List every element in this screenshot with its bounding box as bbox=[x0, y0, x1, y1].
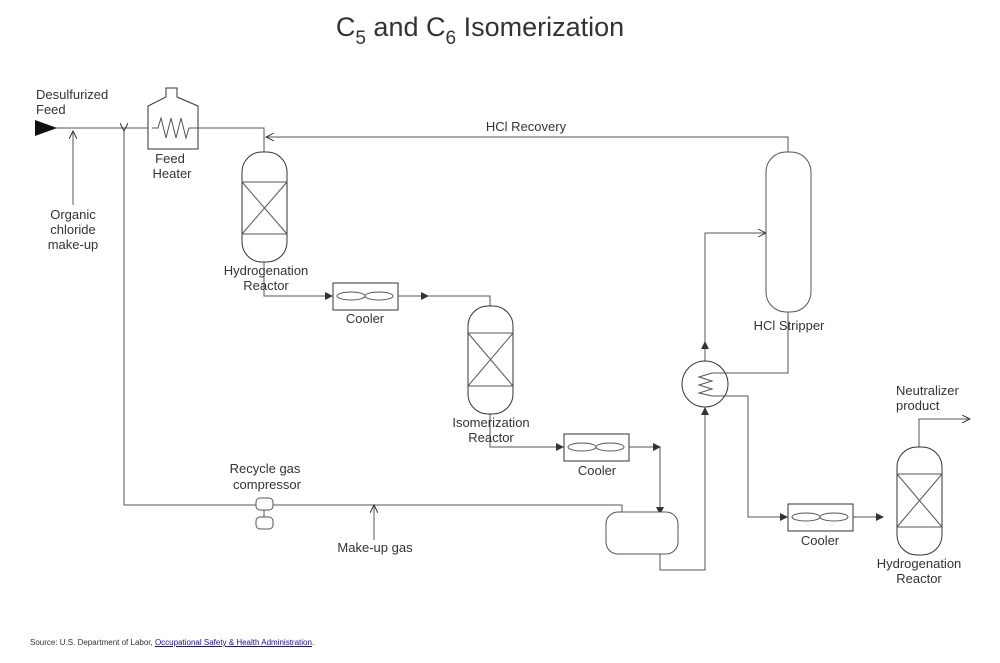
neutralizer-product-label-line2: product bbox=[896, 398, 940, 413]
source-prefix: Source: U.S. Department of Labor, bbox=[30, 638, 155, 647]
separator-to-exchanger-line bbox=[659, 407, 709, 571]
heat-exchanger bbox=[681, 360, 729, 408]
organic-chloride-label-line3: make-up bbox=[48, 237, 99, 252]
feed-inlet-arrow bbox=[35, 120, 57, 136]
recycle-gas-compressor-label-line1: Recycle gas bbox=[230, 461, 301, 476]
neutralizer-product-stream bbox=[918, 419, 970, 447]
recycle-gas-compressor-label-line2: compressor bbox=[233, 477, 302, 492]
title-middle: and C bbox=[366, 12, 446, 42]
source-suffix: . bbox=[311, 638, 315, 647]
isomerization-reactor bbox=[467, 305, 514, 415]
cooler-1-label: Cooler bbox=[346, 311, 385, 326]
feed-label-line2: Feed bbox=[36, 102, 66, 117]
hydrogenation-reactor-1-label-line2: Reactor bbox=[243, 278, 289, 293]
title-suffix: Isomerization bbox=[456, 12, 624, 42]
title-subscript-6: 6 bbox=[445, 28, 456, 49]
source-note: Source: U.S. Department of Labor, Occupa… bbox=[30, 638, 314, 647]
recycle-gas-compressor bbox=[255, 497, 274, 530]
hydrogenation-reactor-1 bbox=[241, 151, 288, 263]
title-subscript-5: 5 bbox=[355, 28, 366, 49]
osha-source-link[interactable]: Occupational Safety & Health Administrat… bbox=[154, 638, 312, 647]
reactor1-to-cooler1-line bbox=[263, 262, 333, 300]
feed-heater bbox=[147, 87, 199, 150]
feed-label-line1: Desulfurized bbox=[36, 87, 108, 102]
diagram-title: C5 and C6 Isomerization bbox=[336, 12, 624, 49]
cooler-1 bbox=[332, 282, 399, 311]
stripper-bottoms-line bbox=[727, 312, 789, 374]
hcl-stripper bbox=[765, 151, 812, 313]
isomerization-to-cooler2-line bbox=[489, 414, 564, 451]
cooler-2-label: Cooler bbox=[578, 463, 617, 478]
hcl-recovery-line bbox=[266, 137, 789, 152]
makeup-gas-label: Make-up gas bbox=[337, 540, 413, 555]
feed-heater-label-line1: Feed bbox=[155, 151, 185, 166]
cooler1-to-isomerization-line bbox=[428, 295, 491, 306]
exchanger-to-stripper-line bbox=[704, 233, 766, 342]
exchanger-to-cooler3-line bbox=[727, 395, 788, 521]
hcl-recovery-label: HCl Recovery bbox=[486, 119, 567, 134]
hydrogenation-reactor-2-label-line1: Hydrogenation bbox=[877, 556, 962, 571]
heater-to-reactor-line bbox=[198, 127, 265, 152]
neutralizer-product-label-line1: Neutralizer bbox=[896, 383, 960, 398]
isomerization-reactor-label-line2: Reactor bbox=[468, 430, 514, 445]
feed-heater-label-line2: Heater bbox=[152, 166, 192, 181]
cooler-2 bbox=[563, 433, 630, 462]
isomerization-reactor-label-line1: Isomerization bbox=[452, 415, 529, 430]
title-prefix: C bbox=[336, 12, 356, 42]
hydrogenation-reactor-1-label-line1: Hydrogenation bbox=[224, 263, 309, 278]
separator-drum bbox=[605, 511, 679, 555]
hydrogenation-reactor-2 bbox=[896, 446, 943, 556]
cooler-3-label: Cooler bbox=[801, 533, 840, 548]
hydrogenation-reactor-2-label-line2: Reactor bbox=[896, 571, 942, 586]
cooler-3 bbox=[787, 503, 854, 532]
hcl-stripper-label: HCl Stripper bbox=[754, 318, 825, 333]
organic-chloride-label-line1: Organic bbox=[50, 207, 96, 222]
organic-chloride-label-line2: chloride bbox=[50, 222, 96, 237]
